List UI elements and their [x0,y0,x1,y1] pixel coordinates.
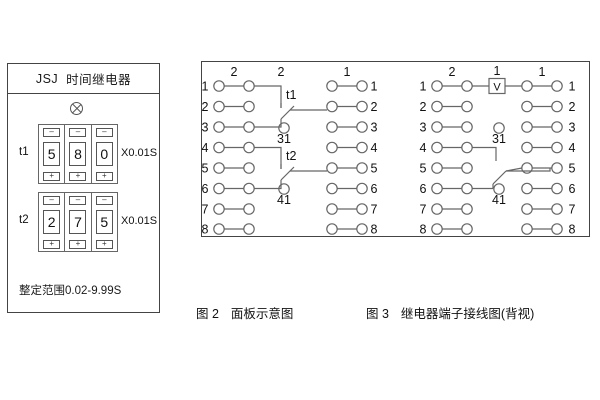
digit-display-t1-3: 0 [95,142,113,166]
fig3-right-num-5: 5 [569,162,576,176]
fig2-right-num-4: 4 [371,141,378,155]
decrement-button-t1-2[interactable]: – [69,127,87,137]
caption-figure-3-text: 继电器端子接线图(背视) [400,307,535,321]
setter-unit-t2: X0.01S [121,215,158,227]
increment-button-t2-3[interactable]: + [95,239,113,249]
fig3-right-num-8: 8 [569,223,576,237]
fig3-right-terminals [521,80,563,235]
fig2-label-left-top-pair: 2 [231,65,238,79]
fig3-contact-wiring [472,122,551,195]
decrement-button-t2-3[interactable]: – [95,195,113,205]
digit-display-t1-1: 5 [43,142,61,166]
fig3-right-num-7: 7 [569,203,576,217]
front-panel-diagram: JSJ 时间继电器 t1 – 5 + – 8 + – 0 + X0.01S [7,63,160,313]
caption-figure-2: 图 2 面板示意图 [196,303,293,322]
fig2-left-terminals [213,80,255,235]
increment-button-t1-2[interactable]: + [69,171,87,181]
fig2-left-num-8: 8 [202,223,209,237]
digit-display-t2-2: 7 [69,210,87,234]
fig3-left-num-4: 4 [420,141,427,155]
fig3-label-right-top-pair: 1 [539,65,546,79]
wiring-svg: 1 2 3 4 5 6 7 8 1 2 3 4 5 6 7 8 2 2 [202,64,576,237]
fig2-left-num-4: 4 [202,141,209,155]
fig2-right-num-5: 5 [371,162,378,176]
digit-column-t2-1: – 2 + [39,193,66,251]
increment-button-t1-3[interactable]: + [95,171,113,181]
fig3-label-left-top-pair: 2 [449,65,456,79]
caption-figure-3-number: 图 3 [366,307,389,321]
fig2-left-num-2: 2 [202,100,209,114]
digit-display-t2-1: 2 [43,210,61,234]
wiring-diagrams-panel: 1 2 3 4 5 6 7 8 1 2 3 4 5 6 7 8 2 2 [201,61,590,237]
fig3-left-terminals [431,80,473,235]
setter-block-t2: – 2 + – 7 + – 5 + [38,192,118,252]
caption-figure-2-number: 图 2 [196,307,219,321]
digit-column-t1-2: – 8 + [65,125,92,183]
fig2-label-contact-t2: t2 [286,149,296,163]
front-panel-name: 时间继电器 [66,73,132,87]
digit-display-t2-3: 5 [95,210,113,234]
fig2-left-num-3: 3 [202,121,209,135]
increment-button-t1-1[interactable]: + [43,171,61,181]
fig2-right-terminals [326,80,368,235]
fig2-label-contact-t1: t1 [286,88,296,102]
fig2-right-num-6: 6 [371,182,378,196]
fig2-left-num-5: 5 [202,162,209,176]
fig3-left-num-2: 2 [420,100,427,114]
digit-column-t2-2: – 7 + [65,193,92,251]
fig2-right-num-3: 3 [371,121,378,135]
decrement-button-t1-1[interactable]: – [43,127,61,137]
fig2-label-terminal-31: 31 [277,132,291,146]
fig2-left-num-6: 6 [202,182,209,196]
fig2-left-num-1: 1 [202,80,209,94]
fig2-contact-t1-wiring [254,85,327,134]
fig3-label-terminal-41: 41 [492,193,506,207]
setting-range-note: 整定范围0.02-9.99S [19,285,122,297]
digit-display-t1-2: 8 [69,142,87,166]
caption-figure-3: 图 3 继电器端子接线图(背视) [366,303,534,322]
fig3-right-num-1: 1 [569,80,576,94]
fig3-coil-wiring [472,77,522,95]
fig3-left-num-7: 7 [420,203,427,217]
setter-label-t2: t2 [19,214,29,226]
fig2-contact-t2-wiring [254,146,327,195]
setter-label-t1: t1 [19,146,29,158]
increment-button-t2-2[interactable]: + [69,239,87,249]
fig3-label-coil-number: 1 [494,64,501,78]
fig2-right-num-8: 8 [371,223,378,237]
fig3-left-num-1: 1 [420,80,427,94]
fig2-label-mid-top: 2 [278,65,285,79]
crossed-circle-lamp-icon [70,102,83,115]
fig3-right-num-4: 4 [569,141,576,155]
setter-unit-t1: X0.01S [121,147,158,159]
digit-column-t1-1: – 5 + [39,125,66,183]
decrement-button-t2-2[interactable]: – [69,195,87,205]
digit-column-t2-3: – 5 + [92,193,117,251]
front-panel-model: JSJ [35,71,59,86]
fig3-label-coil: V [493,82,501,94]
decrement-button-t2-1[interactable]: – [43,195,61,205]
increment-button-t2-1[interactable]: + [43,239,61,249]
caption-figure-2-text: 面板示意图 [230,307,294,321]
digit-column-t1-3: – 0 + [92,125,117,183]
fig3-left-num-8: 8 [420,223,427,237]
fig3-right-num-6: 6 [569,182,576,196]
fig2-label-right-top-pair: 1 [344,65,351,79]
fig2-right-num-1: 1 [371,80,378,94]
front-panel-title: JSJ 时间继电器 [8,64,159,94]
fig2-label-terminal-41: 41 [277,193,291,207]
fig3-right-num-2: 2 [569,100,576,114]
fig3-right-num-3: 3 [569,121,576,135]
fig3-left-num-3: 3 [420,121,427,135]
fig2-right-num-2: 2 [371,100,378,114]
decrement-button-t1-3[interactable]: – [95,127,113,137]
fig2-left-num-7: 7 [202,203,209,217]
setter-block-t1: – 5 + – 8 + – 0 + [38,124,118,184]
fig2-right-num-7: 7 [371,203,378,217]
fig3-left-num-6: 6 [420,182,427,196]
fig3-label-terminal-31: 31 [492,132,506,146]
fig3-left-num-5: 5 [420,162,427,176]
